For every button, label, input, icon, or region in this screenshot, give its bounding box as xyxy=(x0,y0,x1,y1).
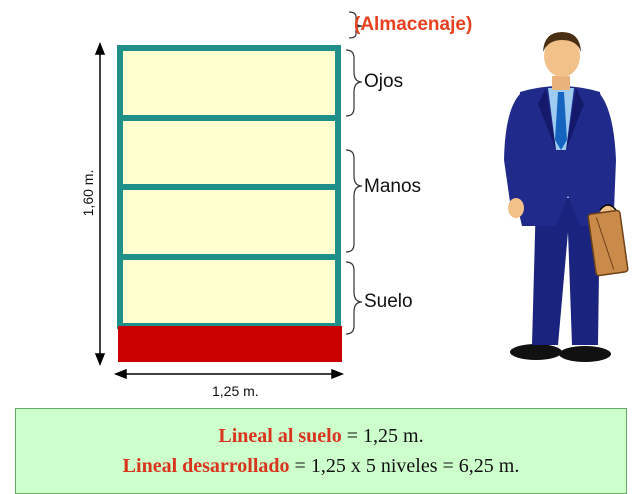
zone-label-suelo: Suelo xyxy=(364,291,413,312)
manos-brace xyxy=(345,149,363,253)
briefcase-icon xyxy=(587,204,629,277)
trousers xyxy=(532,198,600,345)
shelf-base xyxy=(118,326,342,362)
formula-line-2: Lineal desarrollado = 1,25 x 5 niveles =… xyxy=(16,455,626,478)
diagram-title: (Almacenaje) xyxy=(354,14,473,35)
title-brace xyxy=(348,11,363,39)
formula-term-lineal-al-suelo: Lineal al suelo xyxy=(218,425,342,447)
width-dimension-arrow xyxy=(113,368,345,380)
ojos-brace xyxy=(345,49,363,117)
hair xyxy=(543,32,581,52)
formula-term-lineal-desarrollado: Lineal desarrollado xyxy=(122,455,290,477)
height-dimension-arrow xyxy=(94,41,106,367)
formula-line-1: Lineal al suelo = 1,25 m. xyxy=(16,425,626,448)
right-lapel xyxy=(566,88,584,150)
zone-label-ojos: Ojos xyxy=(364,71,404,92)
left-hand xyxy=(508,198,524,218)
head xyxy=(544,35,580,77)
formula-value-1: = 1,25 m. xyxy=(341,425,424,447)
height-label: 1,60 m. xyxy=(80,169,96,217)
formula-box: Lineal al suelo = 1,25 m. Lineal desarro… xyxy=(15,408,627,494)
formula-value-2: = 1,25 x 5 niveles = 6,25 m. xyxy=(289,455,520,477)
zone-label-manos: Manos xyxy=(364,176,422,197)
shelf-unit xyxy=(117,45,342,362)
tie xyxy=(555,92,567,150)
right-shoe xyxy=(559,346,611,362)
left-arm xyxy=(504,94,528,202)
left-shoe xyxy=(510,344,562,360)
neck xyxy=(552,76,570,90)
jacket xyxy=(516,86,614,226)
zone-braces xyxy=(345,11,363,335)
businessman-figure xyxy=(504,32,629,362)
suelo-brace xyxy=(345,261,363,335)
width-label: 1,25 m. xyxy=(212,383,259,399)
left-lapel xyxy=(538,88,556,150)
right-arm xyxy=(596,94,616,210)
